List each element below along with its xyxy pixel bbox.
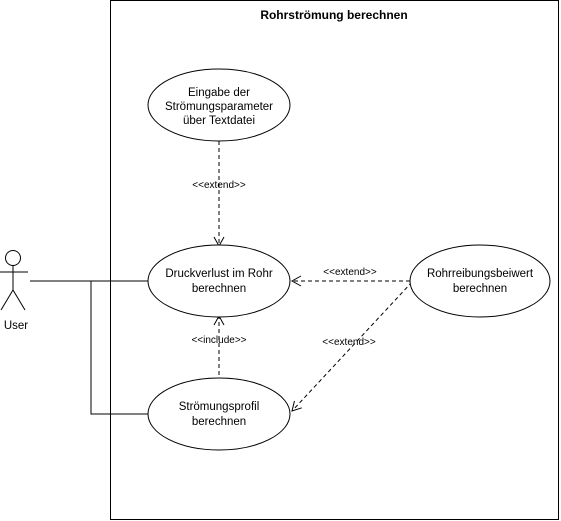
actor-label: User <box>4 320 28 332</box>
use-case-druckverlust-line-2: berechnen <box>192 283 246 295</box>
include-profil-label: <<include>> <box>191 335 246 346</box>
use-case-eingabe-shape <box>147 68 291 142</box>
actor-user[interactable]: User <box>0 250 28 333</box>
use-case-stroemungsprofil-shape <box>147 377 291 451</box>
association-user-stroemungsprofil <box>90 281 150 415</box>
actor-left-leg <box>0 289 14 311</box>
extend-rohrreibung-druck-label: <<extend>> <box>323 267 377 278</box>
extend-rohrreibung-profil-line <box>291 281 413 412</box>
use-case-rohrreibung-shape <box>409 244 551 318</box>
use-case-eingabe-line-1: Eingabe der <box>188 87 250 99</box>
use-case-druckverlust-line-1: Druckverlust im Rohr <box>165 268 273 280</box>
use-case-stroemungsprofil-line-1: Strömungsprofil <box>179 401 260 413</box>
system-boundary <box>110 0 559 520</box>
actor-right-leg <box>12 289 26 311</box>
use-case-eingabe-line-2: Strömungsparameter <box>165 101 273 113</box>
use-case-stroemungsprofil[interactable]: Strömungsprofil berechnen <box>147 377 291 451</box>
extend-eingabe-label: <<extend>> <box>192 180 246 191</box>
use-case-druckverlust[interactable]: Druckverlust im Rohr berechnen <box>147 244 291 318</box>
use-case-rohrreibung[interactable]: Rohrreibungsbeiwert berechnen <box>409 244 551 318</box>
use-case-eingabe[interactable]: Eingabe der Strömungsparameter über Text… <box>147 68 291 142</box>
system-title: Rohrströmung berechnen <box>260 8 407 22</box>
use-case-druckverlust-shape <box>147 244 291 318</box>
use-case-stroemungsprofil-line-2: berechnen <box>192 416 246 428</box>
use-case-rohrreibung-line-2: berechnen <box>453 283 507 295</box>
extend-rohrreibung-profil-label: <<extend>> <box>322 337 376 348</box>
use-case-eingabe-line-3: über Textdatei <box>183 115 255 127</box>
actor-head <box>5 250 21 266</box>
use-case-rohrreibung-line-1: Rohrreibungsbeiwert <box>427 268 534 280</box>
